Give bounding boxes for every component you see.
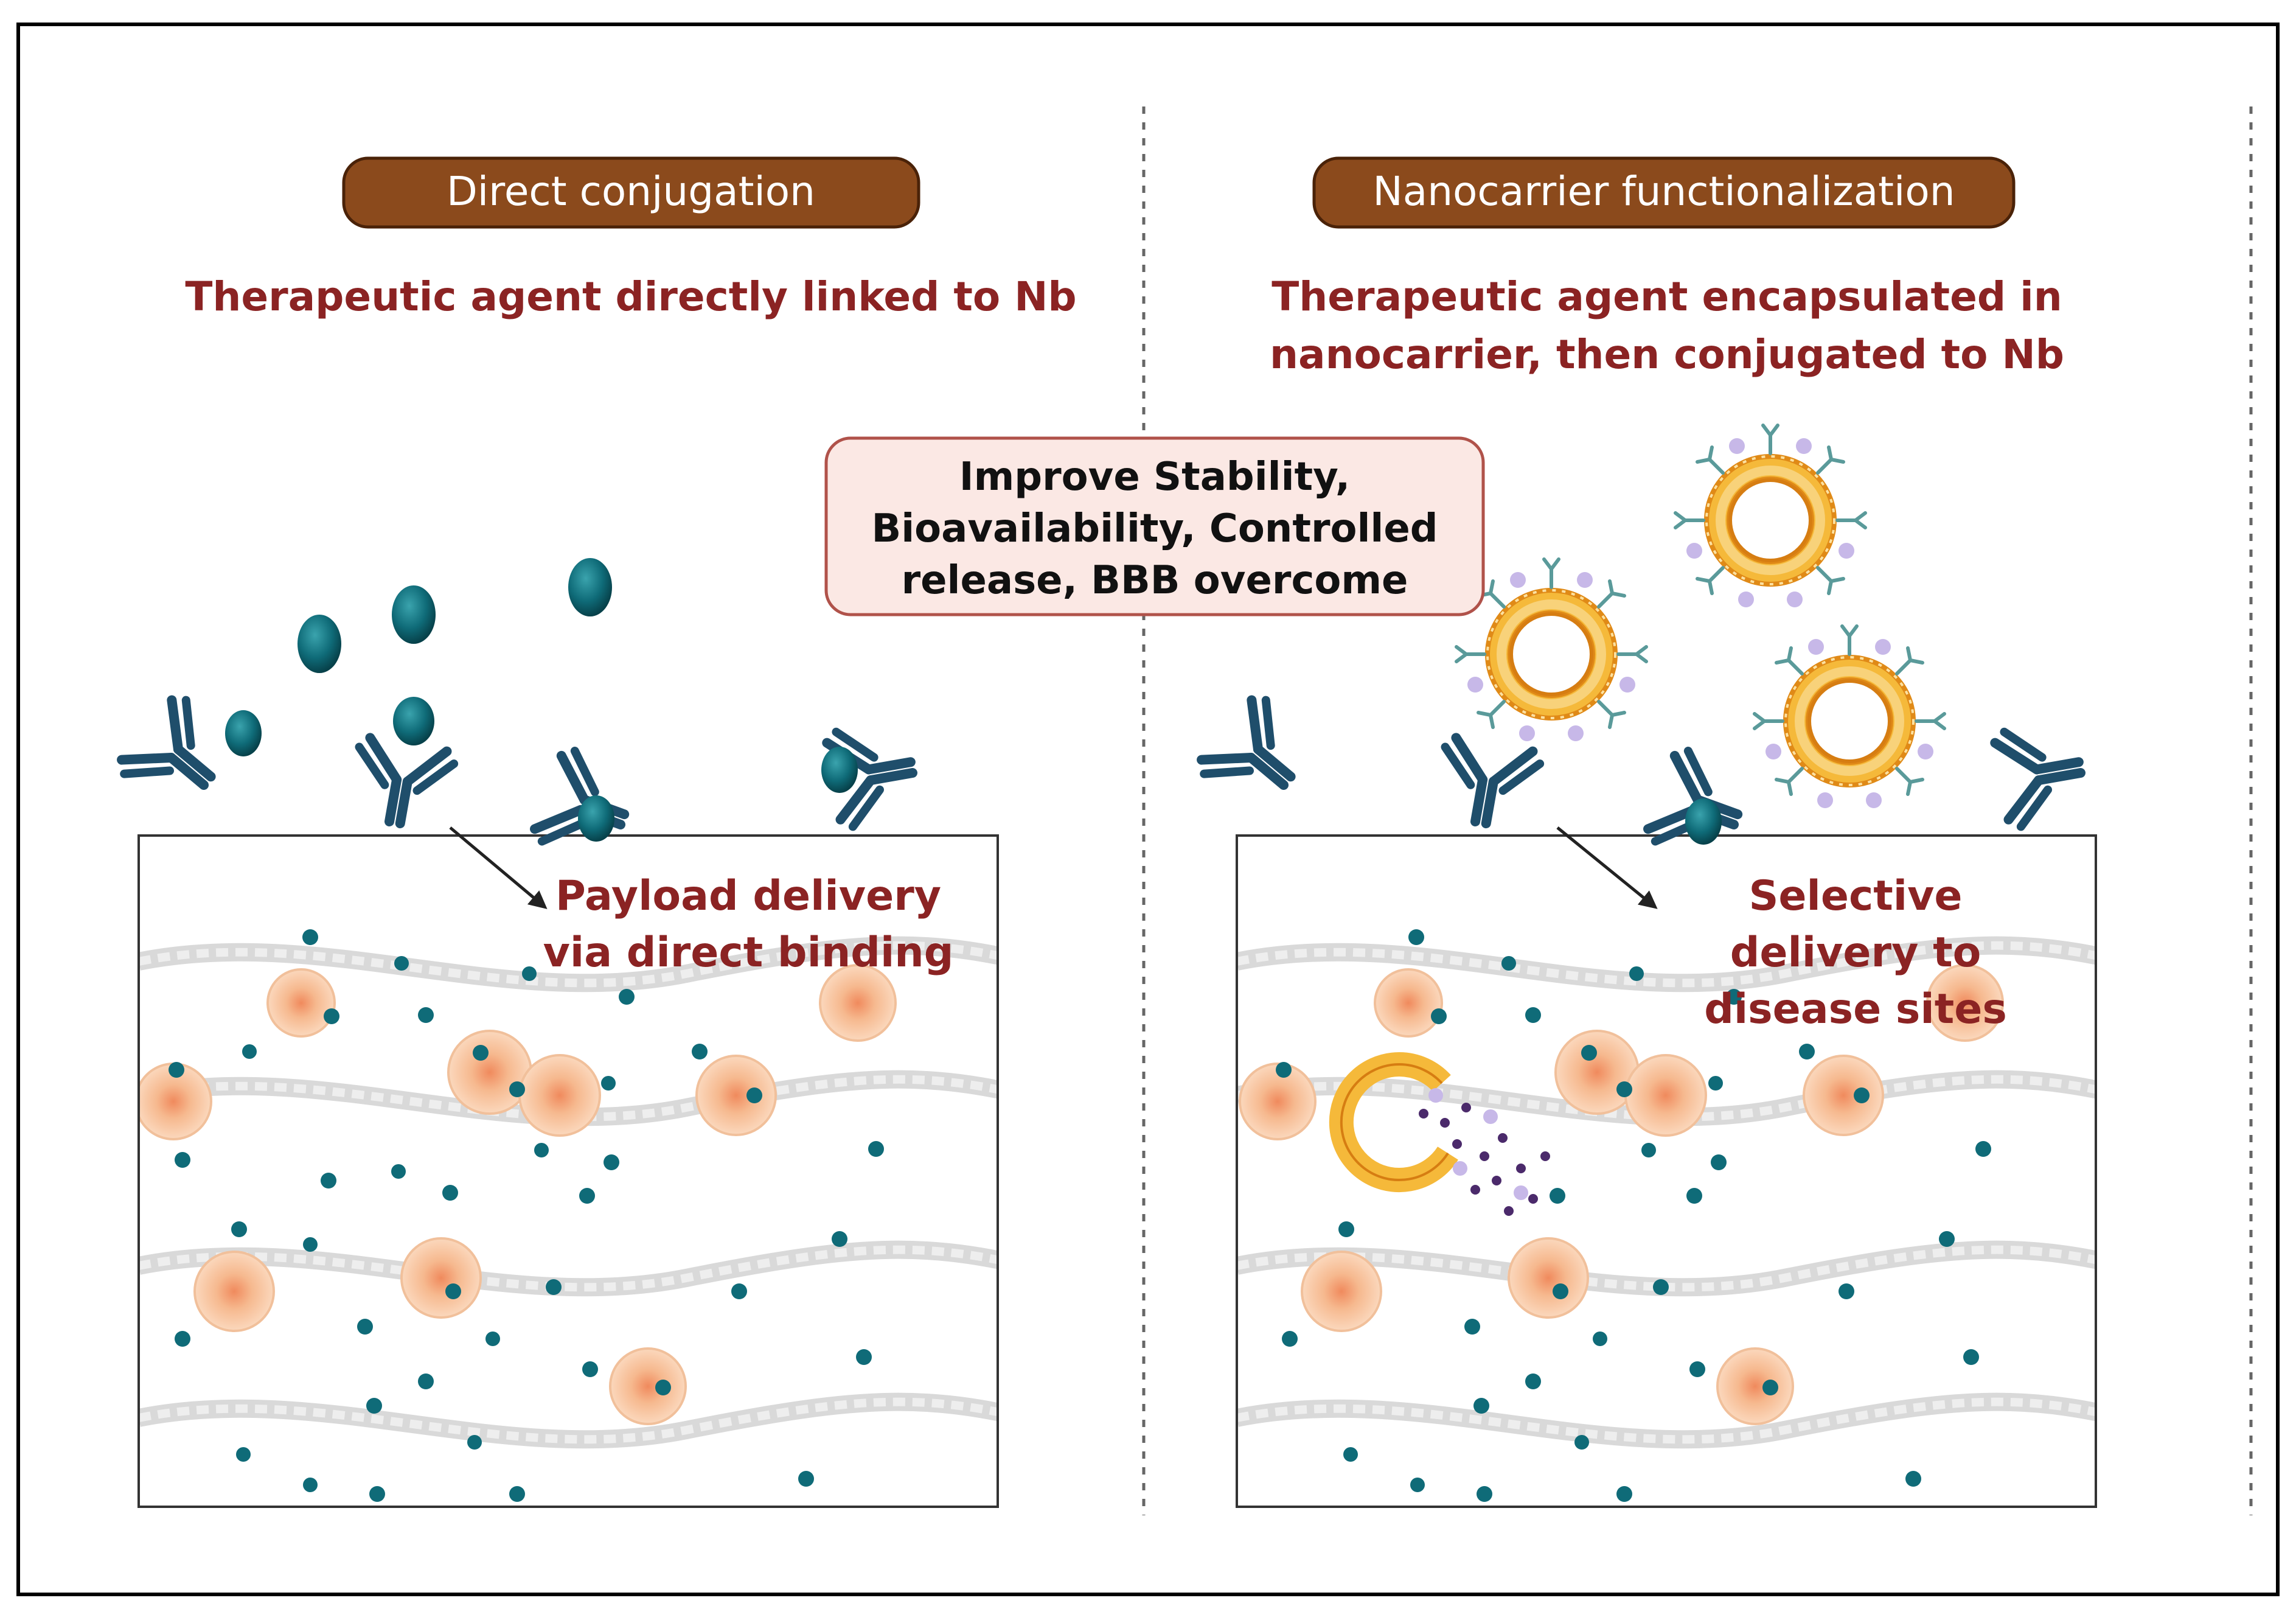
right-panel-label-line-1: Selective	[1748, 872, 1962, 920]
left-panel-label-line-1: Payload delivery	[555, 872, 941, 920]
left-subtitle: Therapeutic agent directly linked to Nb	[185, 273, 1076, 320]
left-tissue-panel	[137, 834, 999, 1508]
right-header-text: Nanocarrier functionalization	[1372, 168, 1955, 215]
right-subtitle-line-2: nanocarrier, then conjugated to Nb	[1270, 331, 2064, 378]
center-box-line-2: Bioavailability, Controlled	[871, 506, 1438, 551]
right-subtitle-line-1: Therapeutic agent encapsulated in	[1271, 273, 2062, 320]
center-box-line-1: Improve Stability,	[959, 455, 1350, 500]
center-box-line-3: release, BBB overcome	[902, 558, 1408, 603]
left-header-pill: Direct conjugation	[342, 156, 920, 229]
left-arrow	[449, 826, 548, 909]
left-header-text: Direct conjugation	[447, 168, 815, 215]
right-antibodies	[1195, 693, 2088, 865]
left-panel-label-line-2: via direct binding	[543, 929, 954, 977]
releasing-nanocarrier	[1329, 1052, 1550, 1216]
right-arrow	[1556, 826, 1658, 909]
right-panel-label-line-2: delivery to	[1730, 929, 1981, 977]
right-tissue-panel	[1236, 834, 2097, 1508]
right-panel-label-line-3: disease sites	[1704, 985, 2007, 1033]
left-free-drugs	[297, 558, 612, 673]
right-header-pill: Nanocarrier functionalization	[1312, 156, 2016, 229]
center-benefits-box: Improve Stability, Bioavailability, Cont…	[824, 436, 1485, 616]
left-antibody-drug-conjugates	[116, 693, 920, 865]
